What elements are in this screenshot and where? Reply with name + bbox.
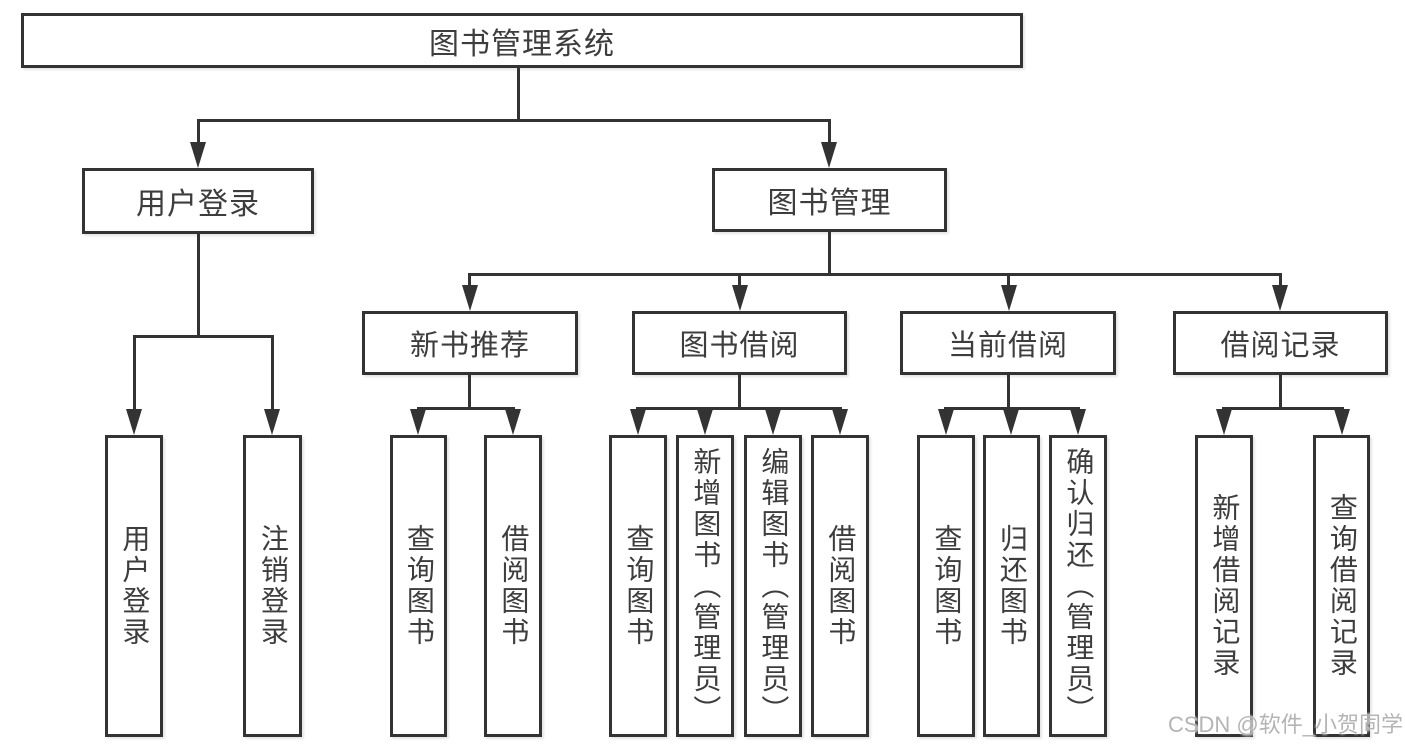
arrow-down-icon	[821, 142, 837, 168]
connector-root-trunk	[517, 68, 520, 121]
leaf-logout: 注销登录	[243, 435, 302, 737]
connector-level2-rail	[468, 273, 1282, 276]
node-book-management-label: 图书管理	[767, 187, 892, 220]
connector-stub-logout-leaf	[271, 335, 274, 411]
leaf-add-books-admin-label: 新增图书（管理员）	[690, 446, 722, 726]
leaf-query-books-borrow-label: 查询图书	[623, 524, 655, 648]
connector-current-borrow-rail	[944, 407, 1080, 410]
arrow-down-icon	[190, 142, 206, 168]
connector-stub-borrow-records	[1279, 273, 1282, 287]
arrow-down-icon	[1216, 409, 1232, 435]
arrow-down-icon	[938, 409, 954, 435]
node-book-borrow: 图书借阅	[632, 311, 847, 375]
leaf-user-login: 用户登录	[105, 435, 163, 737]
leaf-logout-label: 注销登录	[257, 524, 289, 648]
arrow-down-icon	[410, 409, 426, 435]
leaf-add-borrow-record-label: 新增借阅记录	[1209, 493, 1241, 679]
connector-new-books-stem	[468, 375, 471, 408]
arrow-down-icon	[765, 409, 781, 435]
leaf-edit-books-admin: 编辑图书（管理员）	[744, 435, 802, 737]
connector-book-management-stem	[828, 232, 831, 275]
connector-stub-current-borrow	[1007, 273, 1010, 287]
leaf-query-books-current: 查询图书	[917, 435, 975, 737]
connector-stub-user-login	[197, 119, 200, 145]
connector-stub-book-management	[828, 119, 831, 145]
leaf-edit-books-admin-label: 编辑图书（管理员）	[758, 446, 790, 726]
arrow-down-icon	[126, 409, 142, 435]
node-book-borrow-label: 图书借阅	[679, 330, 800, 362]
arrow-down-icon	[732, 285, 748, 311]
leaf-query-borrow-record-label: 查询借阅记录	[1326, 493, 1358, 679]
connector-user-login-stem	[197, 234, 200, 337]
node-new-book-recommend: 新书推荐	[362, 311, 578, 375]
connector-borrow-records-stem	[1279, 375, 1282, 408]
leaf-query-books-current-label: 查询图书	[931, 524, 963, 648]
leaf-add-books-admin: 新增图书（管理员）	[676, 435, 734, 737]
leaf-query-books-recommend: 查询图书	[390, 435, 447, 737]
csdn-watermark: CSDN @软件_小贺同学	[1167, 712, 1403, 737]
connector-user-login-rail	[133, 335, 274, 338]
connector-book-borrow-stem	[738, 375, 741, 408]
leaf-add-borrow-record: 新增借阅记录	[1195, 435, 1253, 737]
leaf-borrow-books-label: 借阅图书	[825, 524, 857, 648]
connector-borrow-records-rail	[1222, 407, 1344, 410]
arrow-down-icon	[630, 409, 646, 435]
node-borrow-records-label: 借阅记录	[1220, 330, 1341, 362]
arrow-down-icon	[462, 285, 478, 311]
node-user-login: 用户登录	[82, 168, 314, 234]
connector-current-borrow-stem	[1007, 375, 1010, 408]
arrow-down-icon	[1003, 409, 1019, 435]
node-current-borrow-label: 当前借阅	[947, 330, 1068, 362]
node-user-login-label: 用户登录	[136, 188, 260, 221]
leaf-query-books-recommend-label: 查询图书	[403, 524, 435, 648]
arrow-down-icon	[1001, 285, 1017, 311]
leaf-confirm-return-admin-label: 确认归还（管理员）	[1063, 446, 1095, 726]
node-library-system: 图书管理系统	[21, 13, 1023, 68]
node-new-book-recommend-label: 新书推荐	[409, 330, 530, 362]
node-current-borrow: 当前借阅	[900, 311, 1116, 375]
leaf-borrow-books: 借阅图书	[811, 435, 869, 737]
node-book-management: 图书管理	[712, 168, 947, 232]
leaf-query-borrow-record: 查询借阅记录	[1313, 435, 1370, 737]
leaf-return-books: 归还图书	[983, 435, 1040, 737]
connector-stub-book-borrow	[738, 273, 741, 287]
connector-new-books-rail	[417, 407, 515, 410]
leaf-borrow-books-recommend: 借阅图书	[484, 435, 542, 737]
connector-stub-login-leaf	[133, 335, 136, 411]
connector-stub-new-books	[468, 273, 471, 287]
arrow-down-icon	[1334, 409, 1350, 435]
connector-book-borrow-rail	[636, 407, 842, 410]
arrow-down-icon	[264, 409, 280, 435]
arrow-down-icon	[832, 409, 848, 435]
node-library-system-label: 图书管理系统	[429, 27, 615, 61]
leaf-user-login-label: 用户登录	[119, 524, 151, 648]
leaf-confirm-return-admin: 确认归还（管理员）	[1049, 435, 1107, 737]
leaf-borrow-books-recommend-label: 借阅图书	[498, 524, 530, 648]
connector-level1-rail	[197, 119, 831, 122]
node-borrow-records: 借阅记录	[1173, 311, 1388, 375]
arrow-down-icon	[697, 409, 713, 435]
arrow-down-icon	[1272, 285, 1288, 311]
arrow-down-icon	[1070, 409, 1086, 435]
leaf-return-books-label: 归还图书	[996, 524, 1028, 648]
arrow-down-icon	[505, 409, 521, 435]
leaf-query-books-borrow: 查询图书	[609, 435, 667, 737]
